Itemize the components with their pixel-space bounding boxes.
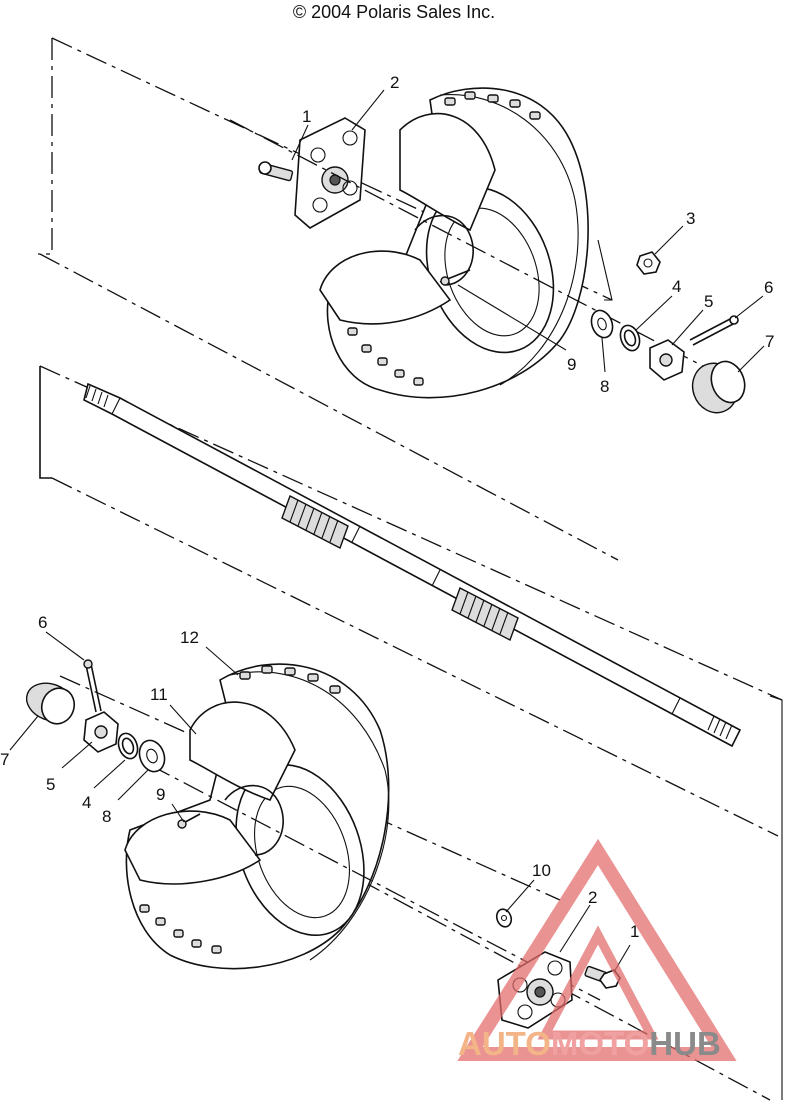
bottom-valve-stem [177,813,201,829]
bottom-castle-nut [83,711,119,753]
bottom-callout-11: 11 [150,685,168,704]
top-callout-8: 8 [600,377,609,396]
axle-spline-2 [451,587,519,641]
top-bolt [258,161,294,182]
bottom-callout-6: 6 [38,613,47,632]
top-washer [590,309,614,339]
bottom-washer [138,739,166,773]
axle-thread-left [85,385,109,408]
bottom-rim-lower [124,810,262,885]
bottom-callout-9: 9 [156,785,165,804]
top-valve-stem [439,269,471,286]
axle-thread-right [707,715,733,740]
axle-panel-border [39,365,783,1100]
top-cotter-pin [689,315,739,346]
top-callout-3: 3 [686,209,695,228]
top-hub [294,117,366,229]
axle-shaft [83,382,742,748]
bottom-dust-cap [25,682,76,725]
watermark-text: AUTOMOTOHUB [458,1025,721,1062]
bottom-rim-upper [189,701,296,801]
bottom-callout-7: 7 [0,750,9,769]
bottom-cotter-pin [83,659,102,713]
top-castle-nut [649,339,685,381]
top-rim-lower [319,250,452,325]
top-callout-2: 2 [390,73,399,92]
top-dust-cap [691,360,746,414]
bottom-callout-12: 12 [180,628,199,647]
top-wheel-assembly [229,87,746,414]
top-callout-1: 1 [302,107,311,126]
top-callout-5: 5 [704,292,713,311]
bottom-callouts: 1 2 4 5 6 7 8 9 10 11 12 [0,613,639,973]
bottom-callout-10: 10 [532,861,551,880]
bottom-callout-1: 1 [630,922,639,941]
top-callouts: 1 2 3 4 5 6 7 8 9 [291,73,774,396]
copyright-notice: © 2004 Polaris Sales Inc. [292,2,496,22]
top-callout-9: 9 [567,355,576,374]
top-callout-6: 6 [764,278,773,297]
bottom-wheel-assembly [25,659,621,1029]
top-callout-4: 4 [672,277,681,296]
bottom-callout-4: 4 [82,793,91,812]
top-rim-upper [399,112,496,232]
axle-spline-1 [281,495,349,549]
bottom-callout-5: 5 [46,775,55,794]
bottom-small-washer [495,908,513,928]
bottom-callout-8: 8 [102,807,111,826]
top-lug-nut [636,251,661,275]
top-callout-7: 7 [765,332,774,351]
watermark-logo [457,838,737,1061]
bottom-callout-2: 2 [588,888,597,907]
